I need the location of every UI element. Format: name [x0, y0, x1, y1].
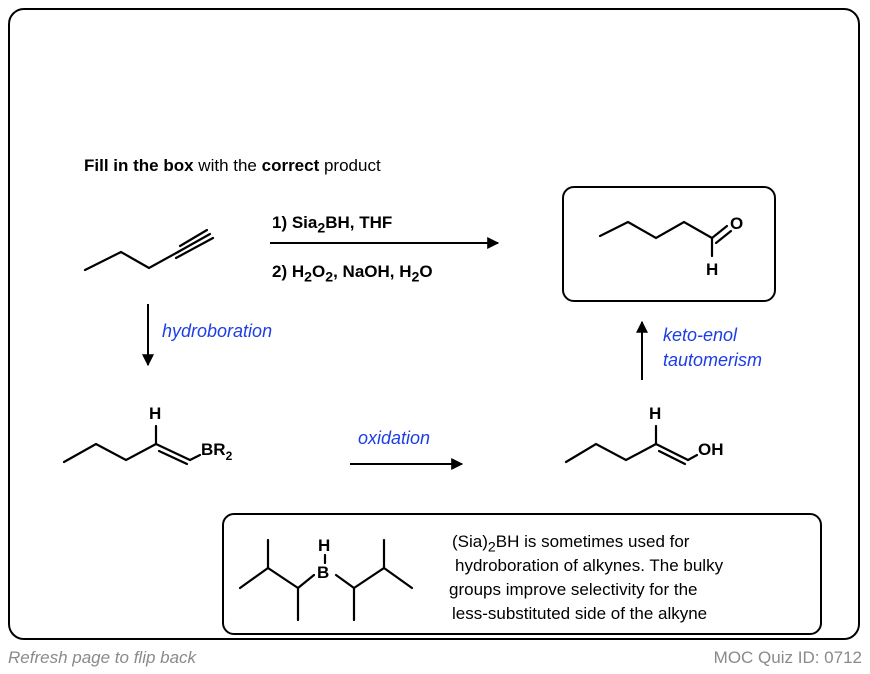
- enol-hydrogen: H: [649, 404, 661, 423]
- reagent-step-2: 2) H2O2, NaOH, H2O: [272, 262, 433, 286]
- info-note-line-1: (Sia)2BH is sometimes used for: [452, 532, 690, 556]
- question-prompt: Fill in the box with the correct product: [84, 156, 381, 175]
- quiz-card: [8, 8, 860, 640]
- info-note-line-2: hydroboration of alkynes. The bulky: [455, 556, 724, 575]
- footer-refresh-hint: Refresh page to flip back: [8, 648, 197, 667]
- answer-box[interactable]: [562, 186, 776, 302]
- starting-alkyne-structure: [83, 228, 215, 272]
- aldehyde-product-structure: O H: [598, 214, 743, 279]
- label-hydroboration: hydroboration: [162, 321, 273, 341]
- footer-quiz-id: MOC Quiz ID: 0712: [713, 648, 862, 667]
- label-oxidation: oxidation: [358, 428, 431, 448]
- label-tautomerism: tautomerism: [663, 350, 763, 370]
- disiamylborane-structure: H B: [238, 536, 414, 622]
- info-box: [222, 513, 822, 635]
- vinylborane-structure: H BR2: [62, 404, 233, 466]
- vinylborane-hydrogen: H: [149, 404, 161, 423]
- info-note-line-3: groups improve selectivity for the: [449, 580, 698, 599]
- boron-atom: B: [317, 563, 329, 582]
- label-keto-enol: keto-enol: [663, 325, 738, 345]
- aldehyde-oxygen: O: [730, 214, 743, 233]
- aldehyde-hydrogen: H: [706, 260, 718, 279]
- info-note-line-4: less-substituted side of the alkyne: [452, 604, 708, 623]
- enol-hydroxyl: OH: [698, 440, 724, 459]
- reagent-step-1: 1) Sia2BH, THF: [272, 213, 393, 237]
- vinylborane-br-group: BR2: [201, 440, 233, 463]
- enol-structure: H OH: [564, 404, 724, 466]
- borane-hydrogen: H: [318, 536, 330, 555]
